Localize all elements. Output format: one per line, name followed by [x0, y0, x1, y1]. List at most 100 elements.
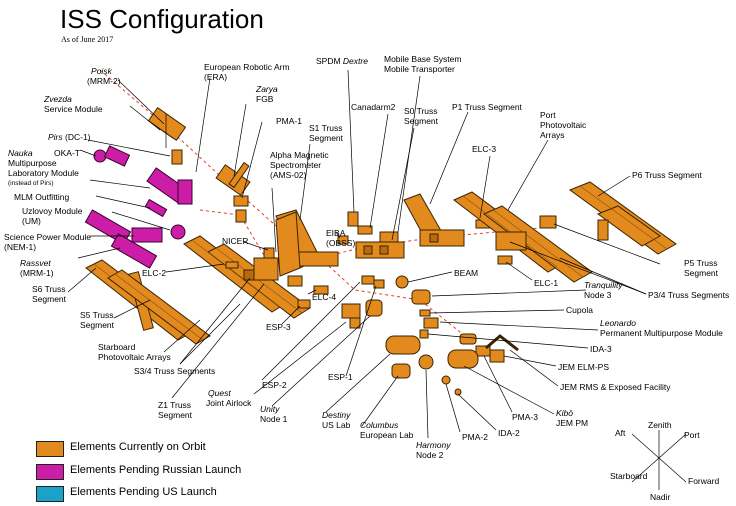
- label-mbs: Mobile Base System: [384, 54, 461, 64]
- compass-port: Port: [684, 430, 700, 440]
- label-p5-seg: Segment: [684, 268, 719, 278]
- label-s5: S5 Truss: [80, 310, 114, 320]
- label-poisk-code: (MRM-2): [87, 76, 121, 86]
- label-ams: Alpha Magnetic: [270, 150, 329, 160]
- elc4-carrier: [313, 285, 329, 295]
- legend-label: Elements Pending US Launch: [70, 486, 217, 498]
- label-nem1-code: (NEM-1): [4, 242, 36, 252]
- label-canadarm2: Canadarm2: [351, 102, 396, 112]
- pirs-module: [171, 149, 183, 165]
- label-era: European Robotic Arm: [204, 62, 290, 72]
- compass-forward: Forward: [688, 476, 719, 486]
- label-pma1: PMA-1: [276, 116, 302, 126]
- label-kibo: Kibō: [556, 408, 573, 418]
- label-port-arrays-3: Arrays: [540, 130, 565, 140]
- label-port-arrays: Port: [540, 110, 556, 120]
- label-pma3: PMA-3: [512, 412, 538, 422]
- eiba-obss: [337, 235, 349, 245]
- label-zarya-desc: FGB: [256, 94, 274, 104]
- label-nauka-desc2: Laboratory Module: [8, 168, 79, 178]
- p1-truss: [403, 193, 465, 247]
- label-tranquility: Tranquility: [584, 280, 623, 290]
- pma2-adapter: [441, 375, 451, 385]
- label-uzlovoy-code: (UM): [22, 216, 41, 226]
- label-cupola: Cupola: [566, 305, 593, 315]
- component-labels: Poisk (MRM-2) Zvezda Service Module Pirs…: [4, 54, 729, 460]
- label-mbs-2: Mobile Transporter: [384, 64, 455, 74]
- label-nauka-desc3: (instead of Pirs): [8, 180, 54, 187]
- ida3-adapter: [419, 329, 429, 339]
- quest-airlock: [341, 303, 361, 329]
- s1-truss: [275, 209, 339, 277]
- label-elc1: ELC-1: [534, 278, 558, 288]
- jem-elm-ps: [489, 349, 505, 363]
- label-eiba-code: (OBSS): [326, 238, 355, 248]
- label-quest-desc: Joint Airlock: [206, 398, 252, 408]
- kibo-jem-pm: [447, 333, 479, 369]
- label-ams-2: Spectrometer: [270, 160, 321, 170]
- label-z1-seg: Segment: [158, 410, 193, 420]
- label-p5: P5 Truss: [684, 258, 718, 268]
- spdm-dextre: [347, 211, 359, 227]
- page-title: ISS Configuration: [60, 4, 264, 34]
- label-eiba: EIBA: [326, 228, 346, 238]
- label-s5-seg: Segment: [80, 320, 115, 330]
- compass-nadir: Nadir: [650, 492, 670, 502]
- label-leonardo-desc: Permanent Multipurpose Module: [600, 328, 723, 338]
- compass-aft: Aft: [615, 428, 626, 438]
- nicer-payload: [263, 247, 275, 259]
- esp2-platform: [361, 275, 375, 285]
- destiny-lab: [385, 335, 421, 355]
- label-tranquility-desc: Node 3: [584, 290, 612, 300]
- mlm-outfitting: [144, 198, 168, 218]
- label-z1: Z1 Truss: [158, 400, 191, 410]
- label-elc3: ELC-3: [472, 144, 496, 154]
- tranquility-node3: [411, 289, 431, 305]
- label-starboard: Starboard: [98, 342, 136, 352]
- label-beam: BEAM: [454, 268, 478, 278]
- nauka-module: [146, 167, 193, 205]
- legend-swatch-blue: [36, 486, 64, 502]
- cupola-module: [419, 309, 431, 317]
- label-s34: S3/4 Truss Segments: [134, 366, 215, 376]
- label-harmony-desc: Node 2: [416, 450, 444, 460]
- uzlovoy-module: [170, 224, 186, 240]
- label-esp1: ESP-1: [328, 372, 353, 382]
- label-s6: S6 Truss: [32, 284, 66, 294]
- zarya-module: [215, 161, 251, 196]
- elc2-carrier: [225, 261, 239, 269]
- label-quest: Quest: [208, 388, 231, 398]
- label-era-code: (ERA): [204, 72, 227, 82]
- columbus-lab: [391, 363, 411, 379]
- label-pma2: PMA-2: [462, 432, 488, 442]
- label-p34: P3/4 Truss Segments: [648, 290, 729, 300]
- label-destiny-desc: US Lab: [322, 420, 351, 430]
- label-columbus: Columbus: [360, 420, 399, 430]
- esp3-platform: [297, 299, 311, 309]
- label-port-arrays-2: Photovoltaic: [540, 120, 587, 130]
- jem-rms: [485, 334, 519, 352]
- label-unity: Unity: [260, 404, 280, 414]
- label-nicer: NICER: [222, 236, 248, 246]
- legend-label: Elements Pending Russian Launch: [70, 464, 242, 476]
- label-elc2: ELC-2: [142, 268, 166, 278]
- canadarm2-arm: [357, 225, 373, 235]
- pma1-adapter: [233, 195, 249, 223]
- label-starboard-arrays: Photovoltaic Arrays: [98, 352, 171, 362]
- label-ida2: IDA-2: [498, 428, 520, 438]
- label-p1: P1 Truss Segment: [452, 102, 523, 112]
- label-zvezda: Zvezda: [43, 94, 72, 104]
- label-zarya: Zarya: [255, 84, 278, 94]
- label-ams-3: (AMS-02): [270, 170, 307, 180]
- label-nauka: Nauka: [8, 148, 33, 158]
- label-esp3: ESP-3: [266, 322, 291, 332]
- oka-t-spacecraft: [93, 145, 131, 167]
- label-destiny: Destiny: [322, 410, 351, 420]
- legend-swatch-orange: [36, 441, 64, 457]
- label-kibo-desc: JEM PM: [556, 418, 588, 428]
- label-s1: S1 Truss: [309, 123, 343, 133]
- legend-label: Elements Currently on Orbit: [70, 441, 206, 453]
- label-zvezda-desc: Service Module: [44, 104, 103, 114]
- label-leonardo: Leonardo: [600, 318, 636, 328]
